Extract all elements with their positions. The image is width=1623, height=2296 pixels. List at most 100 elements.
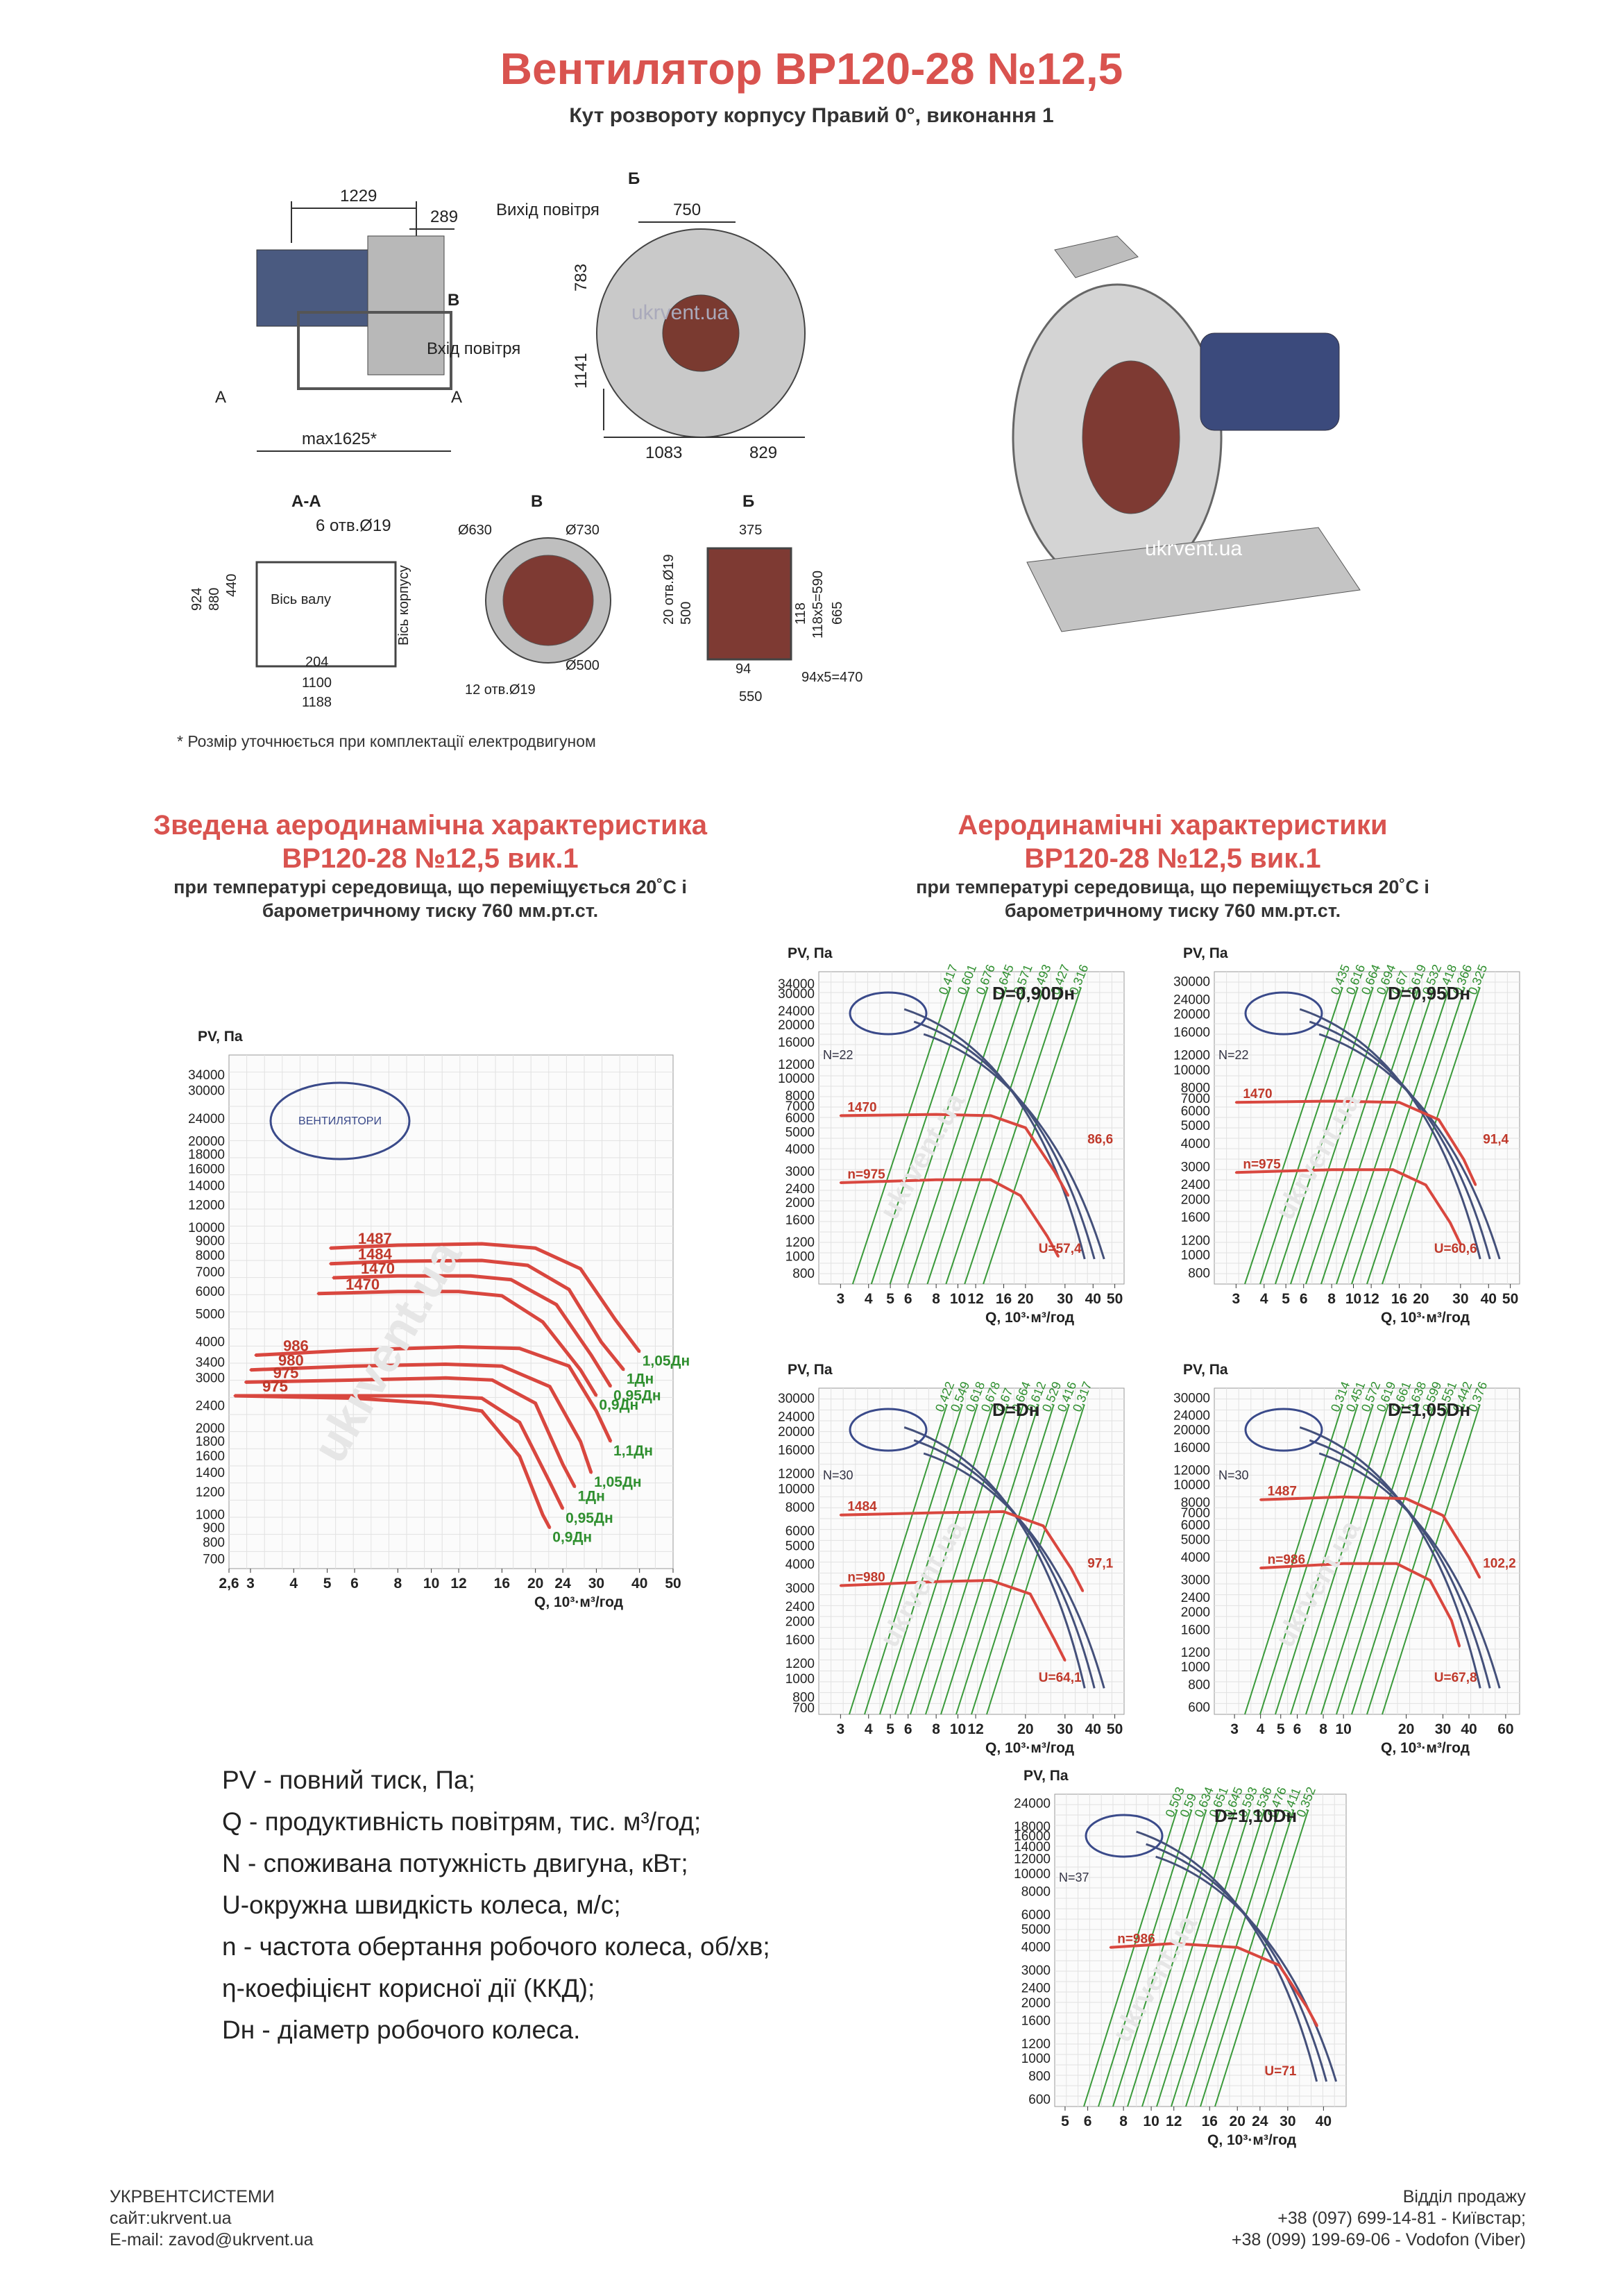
y-tick-label: 12000 <box>1014 1852 1051 1867</box>
y-tick-label: 3000 <box>785 1165 815 1179</box>
data-point <box>1029 1593 1032 1596</box>
data-point <box>1042 1524 1044 1527</box>
y-tick-label: 16000 <box>1014 1829 1051 1843</box>
efficiency-line <box>1141 1809 1237 2107</box>
page-title: Вентилятор ВР120-28 №12,5 <box>500 44 1123 94</box>
y-tick-label: 5000 <box>1181 1119 1210 1133</box>
data-point <box>430 1402 433 1405</box>
efficiency-line <box>1275 987 1374 1285</box>
stamp-oval <box>269 1081 411 1160</box>
y-tick-label: 30000 <box>778 987 815 1002</box>
data-point <box>1478 1576 1481 1579</box>
y-tick-label: 800 <box>1028 2070 1051 2084</box>
x-tick-label: 12 <box>1166 2113 1182 2129</box>
x-axis-label: Q, 10³·м³/год <box>1381 1740 1470 1756</box>
dim-924: 924 <box>189 588 205 611</box>
data-point <box>509 1278 512 1281</box>
x-tick-label: 20 <box>1017 1291 1033 1307</box>
y-tick-label: 1600 <box>785 1213 815 1228</box>
dim-max1625: max1625* <box>302 430 377 448</box>
y-tick-label: 4000 <box>1181 1137 1210 1151</box>
data-point <box>491 1378 493 1381</box>
arrow-v-label: В <box>448 291 459 310</box>
power-label: N=22 <box>823 1048 853 1062</box>
stamp-oval <box>1244 991 1323 1036</box>
y-tick-label: 8000 <box>1181 1081 1210 1096</box>
section-b-drawing: Б 375 20 отв.Ø19 500 118 118х5=590 665 9… <box>661 492 863 704</box>
y-tick-label: 24000 <box>1173 1409 1210 1424</box>
x-tick-label: 5 <box>886 1291 894 1307</box>
series-label: 1487 <box>1268 1485 1297 1499</box>
footer-site[interactable]: сайт:ukrvent.ua <box>110 2209 232 2228</box>
y-axis-label: PV, Па <box>198 1029 243 1045</box>
summary-title-2: ВР120-28 №12,5 вик.1 <box>282 843 579 874</box>
data-point <box>1064 1659 1067 1662</box>
speed-label: 91,4 <box>1483 1133 1509 1147</box>
data-point <box>444 1376 447 1379</box>
data-point <box>1475 1183 1477 1186</box>
y-tick-label: 4000 <box>196 1335 225 1350</box>
y-tick-label: 1200 <box>785 1657 815 1671</box>
dim-204: 204 <box>305 655 328 670</box>
x-tick-label: 8 <box>932 1291 940 1307</box>
footer-email[interactable]: E-mail: zavod@ukrvent.ua <box>110 2230 314 2249</box>
data-point <box>568 1365 570 1367</box>
y-tick-label: 8000 <box>1021 1885 1051 1900</box>
y-tick-label: 1800 <box>196 1435 225 1449</box>
frame-side <box>297 311 452 390</box>
x-tick-label: 40 <box>1085 1291 1101 1307</box>
efficiency-line <box>910 1404 1009 1715</box>
y-tick-label: 16000 <box>188 1163 225 1177</box>
data-point <box>1342 1562 1345 1565</box>
power-line <box>1155 1855 1338 2082</box>
series-label: 1470 <box>847 1100 876 1115</box>
x-tick-label: 4 <box>1257 1721 1265 1737</box>
data-point <box>573 1486 576 1489</box>
x-axis-label: Q, 10³·м³/год <box>1207 2132 1296 2148</box>
efficiency-line <box>1259 987 1359 1285</box>
data-point <box>1395 1562 1398 1565</box>
y-tick-label: 1000 <box>1021 2052 1051 2066</box>
efficiency-line <box>1366 1404 1465 1715</box>
y-tick-label: 1000 <box>785 1249 815 1264</box>
dim-440: 440 <box>224 574 239 597</box>
y-tick-label: 18000 <box>188 1147 225 1162</box>
y-tick-label: 20000 <box>778 1018 815 1033</box>
y-tick-label: 12000 <box>188 1198 225 1213</box>
data-point <box>568 1288 570 1291</box>
y-tick-label: 16000 <box>1173 1025 1210 1040</box>
y-tick-label: 24000 <box>1173 993 1210 1007</box>
y-tick-label: 1600 <box>1181 1623 1210 1637</box>
x-tick-label: 3 <box>1230 1721 1239 1737</box>
x-tick-label: 6 <box>904 1721 912 1737</box>
y-tick-label: 6000 <box>785 1524 815 1539</box>
y-tick-label: 10000 <box>1014 1867 1051 1882</box>
dim-500: Ø500 <box>566 658 600 673</box>
x-tick-label: 4 <box>865 1721 873 1737</box>
data-point <box>989 1179 992 1181</box>
data-point <box>244 1381 247 1383</box>
data-point <box>534 1247 537 1249</box>
efficiency-line <box>870 987 970 1285</box>
x-tick-label: 3 <box>1232 1291 1241 1307</box>
data-point <box>1234 1171 1237 1174</box>
data-point <box>1462 1158 1465 1160</box>
data-point <box>1437 1118 1440 1121</box>
efficiency-line <box>1290 1404 1389 1715</box>
x-tick-label: 6 <box>904 1291 912 1307</box>
data-point <box>1081 1589 1084 1592</box>
chart-d110: 6008001000120016002000240030004000500060… <box>1014 1768 1347 2148</box>
x-axis-label: Q, 10³·м³/год <box>1381 1310 1470 1326</box>
series-line <box>840 1178 1060 1258</box>
y-tick-label: 1000 <box>1181 1660 1210 1675</box>
data-point <box>1259 1499 1262 1501</box>
y-tick-label: 3400 <box>196 1356 225 1370</box>
data-point <box>579 1369 582 1371</box>
power-line <box>923 1033 1105 1260</box>
efficiency-line <box>1290 987 1389 1285</box>
y-tick-label: 24000 <box>188 1112 225 1126</box>
data-point <box>839 1181 842 1184</box>
x-tick-label: 20 <box>1413 1291 1429 1307</box>
series-line <box>840 1113 1070 1197</box>
x-tick-label: 30 <box>1452 1291 1468 1307</box>
